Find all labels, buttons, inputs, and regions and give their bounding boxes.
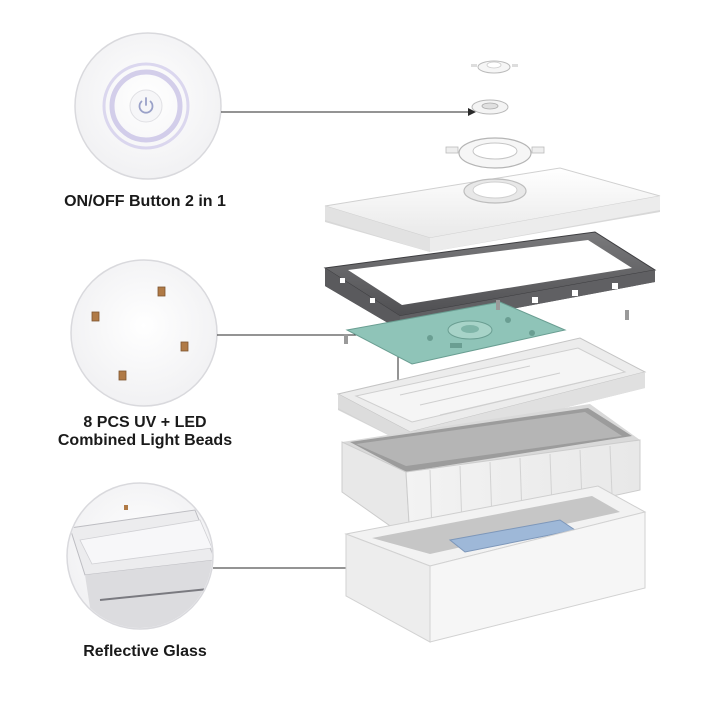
light-guide-ring: [446, 138, 544, 168]
callout-label-power: ON/OFF Button 2 in 1: [20, 193, 270, 211]
button-cap-top: [471, 61, 518, 73]
callout-label-beads: 8 PCS UV + LED Combined Light Beads: [20, 414, 270, 450]
callout-power-button: [75, 33, 221, 179]
callout-label-glass: Reflective Glass: [20, 643, 270, 661]
top-lid: [325, 168, 660, 252]
leader-line-beads: [217, 335, 398, 392]
button-ring: [472, 100, 508, 114]
callout-uv-led-beads: [71, 260, 217, 406]
callout-reflective-glass: [67, 483, 230, 640]
